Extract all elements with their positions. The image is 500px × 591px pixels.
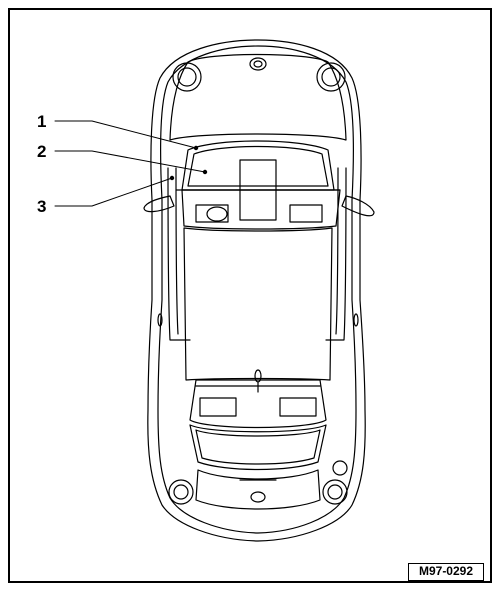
dashboard xyxy=(181,189,341,230)
rear-window xyxy=(189,379,327,429)
car-body-outline xyxy=(147,39,366,542)
front-emblem-icon xyxy=(249,57,267,71)
leader-line-2 xyxy=(54,150,206,173)
car-body-inner-outline xyxy=(157,45,357,534)
callout-2: 2 xyxy=(37,142,47,161)
mirror-right xyxy=(341,195,375,217)
mirror-left xyxy=(143,195,175,213)
taillight-right xyxy=(322,479,348,505)
trunk-lid xyxy=(195,469,321,510)
hood-outline xyxy=(169,53,347,141)
headlight-right xyxy=(316,62,346,92)
figure-id-label: M97-0292 xyxy=(408,563,484,581)
rear-glass xyxy=(189,424,327,471)
taillight-left xyxy=(168,479,194,505)
leader-line-3 xyxy=(54,177,173,207)
rear-emblem-icon xyxy=(250,491,266,503)
headlight-left xyxy=(172,62,202,92)
callout-3: 3 xyxy=(37,197,47,216)
callout-1: 1 xyxy=(37,112,47,131)
roof xyxy=(183,227,333,381)
diagram-frame xyxy=(8,8,492,583)
door-left xyxy=(167,167,191,341)
windshield xyxy=(181,140,335,191)
leader-line-1 xyxy=(54,120,197,149)
door-right xyxy=(325,167,347,341)
